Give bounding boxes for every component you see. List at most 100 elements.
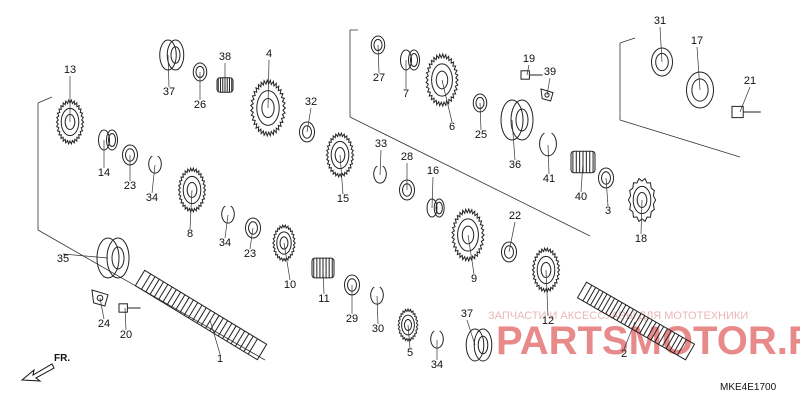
part-number-18[interactable]: 18	[635, 233, 647, 245]
part-number-38[interactable]: 38	[219, 51, 231, 63]
part-number-15[interactable]: 15	[337, 193, 349, 205]
part-15[interactable]	[325, 131, 355, 179]
part-number-24[interactable]: 24	[98, 318, 110, 330]
leader-line-10	[283, 242, 291, 281]
part-34b[interactable]	[221, 205, 235, 224]
part-number-39[interactable]: 39	[544, 66, 556, 78]
part-number-16[interactable]: 16	[427, 165, 439, 177]
part-number-7[interactable]: 7	[403, 88, 409, 100]
part-number-32[interactable]: 32	[305, 96, 317, 108]
part-number-2[interactable]: 2	[621, 348, 627, 360]
watermark-text: ЗАПЧАСТИ И АКСЕССУАРЫ ДЛЯ МОТОТЕХНИКИ	[488, 310, 748, 322]
leader-line-37a	[167, 54, 170, 88]
leader-line-27	[377, 44, 380, 74]
part-number-37b[interactable]: 37	[461, 308, 473, 320]
part-number-34b[interactable]: 34	[219, 237, 231, 249]
part-17[interactable]	[686, 71, 714, 109]
part-number-30[interactable]: 30	[372, 323, 384, 335]
part-number-20[interactable]: 20	[120, 329, 132, 341]
part-1[interactable]	[134, 269, 268, 361]
part-number-36[interactable]: 36	[509, 159, 521, 171]
part-number-26[interactable]: 26	[194, 99, 206, 111]
part-20[interactable]	[118, 303, 141, 313]
part-23b[interactable]	[245, 217, 261, 239]
part-number-41[interactable]: 41	[543, 173, 555, 185]
part-number-5[interactable]: 5	[407, 347, 413, 359]
part-6[interactable]	[425, 52, 459, 108]
part-number-22[interactable]: 22	[509, 210, 521, 222]
part-3[interactable]	[598, 167, 614, 189]
part-number-3[interactable]: 3	[605, 205, 611, 217]
part-31[interactable]	[651, 47, 673, 77]
part-21[interactable]	[731, 105, 761, 119]
part-number-8[interactable]: 8	[187, 228, 193, 240]
leader-line-4	[267, 59, 270, 109]
part-number-1[interactable]: 1	[217, 353, 223, 365]
part-number-29[interactable]: 29	[346, 313, 358, 325]
part-number-23b[interactable]: 23	[244, 248, 256, 260]
part-number-37a[interactable]: 37	[163, 86, 175, 98]
part-number-34c[interactable]: 34	[431, 359, 443, 371]
part-number-28[interactable]: 28	[401, 151, 413, 163]
countershaft-group-outline	[349, 29, 591, 237]
leader-line-8	[189, 189, 193, 230]
part-10[interactable]	[272, 223, 296, 263]
part-number-14[interactable]: 14	[98, 167, 110, 179]
part-number-35[interactable]: 35	[57, 253, 69, 265]
part-number-33[interactable]: 33	[375, 138, 387, 150]
part-number-31[interactable]: 31	[654, 15, 666, 27]
part-33[interactable]	[373, 165, 387, 184]
leader-line-22	[508, 221, 516, 253]
part-number-27[interactable]: 27	[373, 72, 385, 84]
part-37a[interactable]	[159, 39, 185, 71]
part-number-25[interactable]: 25	[475, 129, 487, 141]
part-number-21[interactable]: 21	[744, 75, 756, 87]
part-34a[interactable]	[148, 155, 162, 174]
leader-line-20	[124, 307, 127, 331]
part-number-40[interactable]: 40	[575, 191, 587, 203]
part-24[interactable]	[91, 289, 109, 307]
part-number-6[interactable]: 6	[449, 121, 455, 133]
part-number-11[interactable]: 11	[318, 293, 329, 305]
part-5[interactable]	[397, 307, 419, 343]
part-22[interactable]	[501, 241, 517, 263]
part-19[interactable]	[520, 70, 543, 80]
leader-line-16	[431, 176, 434, 209]
part-41[interactable]	[539, 132, 557, 157]
leader-line-34b	[224, 214, 229, 239]
leader-line-17	[696, 46, 701, 91]
leader-line-6	[441, 79, 453, 123]
part-number-4[interactable]: 4	[266, 48, 272, 60]
part-16[interactable]	[426, 198, 445, 218]
part-number-17[interactable]: 17	[691, 35, 703, 47]
part-number-19[interactable]: 19	[523, 53, 535, 65]
part-number-13[interactable]: 13	[64, 64, 76, 76]
part-7[interactable]	[400, 49, 420, 71]
leader-line-35	[62, 253, 109, 259]
part-number-23a[interactable]: 23	[124, 180, 136, 192]
part-35[interactable]	[96, 237, 130, 279]
leader-line-21	[739, 86, 751, 113]
part-number-12[interactable]: 12	[542, 315, 554, 327]
part-32[interactable]	[299, 121, 315, 143]
part-number-10[interactable]: 10	[284, 279, 296, 291]
part-2[interactable]	[576, 281, 696, 361]
watermark-logo: PARTSMOTOR.RU	[496, 319, 800, 363]
leader-line-41	[547, 144, 550, 175]
part-8[interactable]	[177, 166, 207, 214]
part-37b[interactable]	[465, 328, 493, 362]
part-9[interactable]	[451, 207, 485, 263]
leader-line-12	[545, 269, 549, 317]
part-number-9[interactable]: 9	[471, 273, 477, 285]
sprocket-group-outline	[619, 37, 741, 158]
part-number-34a[interactable]: 34	[146, 192, 158, 204]
leader-line-34a	[151, 164, 156, 194]
leader-line-32	[306, 107, 312, 133]
leader-line-15	[339, 154, 344, 195]
part-39[interactable]	[540, 88, 554, 102]
part-36[interactable]	[500, 99, 534, 141]
leader-line-1	[209, 319, 221, 355]
leader-line-40	[580, 161, 584, 193]
part-14[interactable]	[98, 129, 118, 151]
part-12[interactable]	[531, 246, 561, 294]
